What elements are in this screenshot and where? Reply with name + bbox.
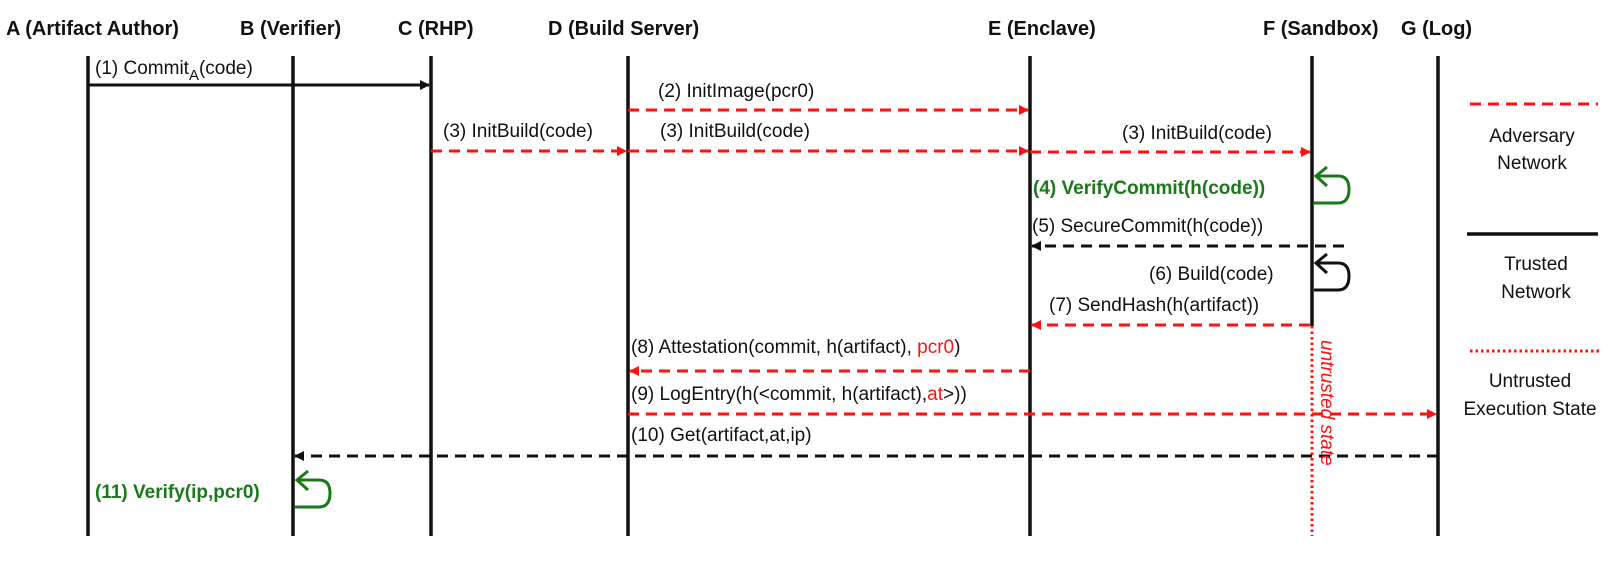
message-5-label: (5) SecureCommit(h(code)) xyxy=(1032,216,1263,237)
self-loop-6-icon xyxy=(1314,261,1351,292)
participant-b-label: B (Verifier) xyxy=(240,18,341,40)
message-6-label: (6) Build(code) xyxy=(1149,264,1274,285)
legend-untrusted-line1: Untrusted xyxy=(1489,371,1571,392)
participant-a-label: A (Artifact Author) xyxy=(6,18,179,40)
message-1-label: (1) CommitA(code) xyxy=(95,58,253,84)
participant-g-label: G (Log) xyxy=(1401,18,1472,40)
self-loop-11-icon xyxy=(295,478,332,509)
message-2-label: (2) InitImage(pcr0) xyxy=(658,81,814,102)
participant-e-label: E (Enclave) xyxy=(988,18,1096,40)
message-3-label-c-d: (3) InitBuild(code) xyxy=(443,121,593,142)
message-4-label: (4) VerifyCommit(h(code)) xyxy=(1033,178,1265,199)
message-10-label: (10) Get(artifact,at,ip) xyxy=(631,425,812,446)
message-3-label-e-f: (3) InitBuild(code) xyxy=(1122,123,1272,144)
message-11-label: (11) Verify(ip,pcr0) xyxy=(95,482,260,503)
self-loop-11-arrowhead xyxy=(294,469,310,492)
untrusted-state-label: untrusted state xyxy=(1316,340,1337,466)
legend-trusted-line1: Trusted xyxy=(1504,254,1568,275)
message-7-label: (7) SendHash(h(artifact)) xyxy=(1049,295,1259,316)
legend: Adversary Network Trusted Network Untrus… xyxy=(1463,102,1600,420)
legend-trusted-line2: Network xyxy=(1501,282,1571,303)
legend-adversary-line2: Network xyxy=(1497,153,1567,174)
message-3-label-d-e: (3) InitBuild(code) xyxy=(660,121,810,142)
participant-f-label: F (Sandbox) xyxy=(1263,18,1379,40)
participant-c-label: C (RHP) xyxy=(398,18,474,40)
self-loop-6-arrowhead xyxy=(1313,252,1329,275)
legend-adversary-line1: Adversary xyxy=(1489,126,1575,147)
self-loop-4-arrowhead xyxy=(1313,165,1329,188)
message-9-label: (9) LogEntry(h(<commit, h(artifact),at>)… xyxy=(631,384,967,405)
legend-untrusted-line2: Execution State xyxy=(1463,399,1596,420)
self-loop-4-icon xyxy=(1314,174,1351,205)
participant-d-label: D (Build Server) xyxy=(548,18,699,40)
message-8-label: (8) Attestation(commit, h(artifact), pcr… xyxy=(631,337,960,358)
